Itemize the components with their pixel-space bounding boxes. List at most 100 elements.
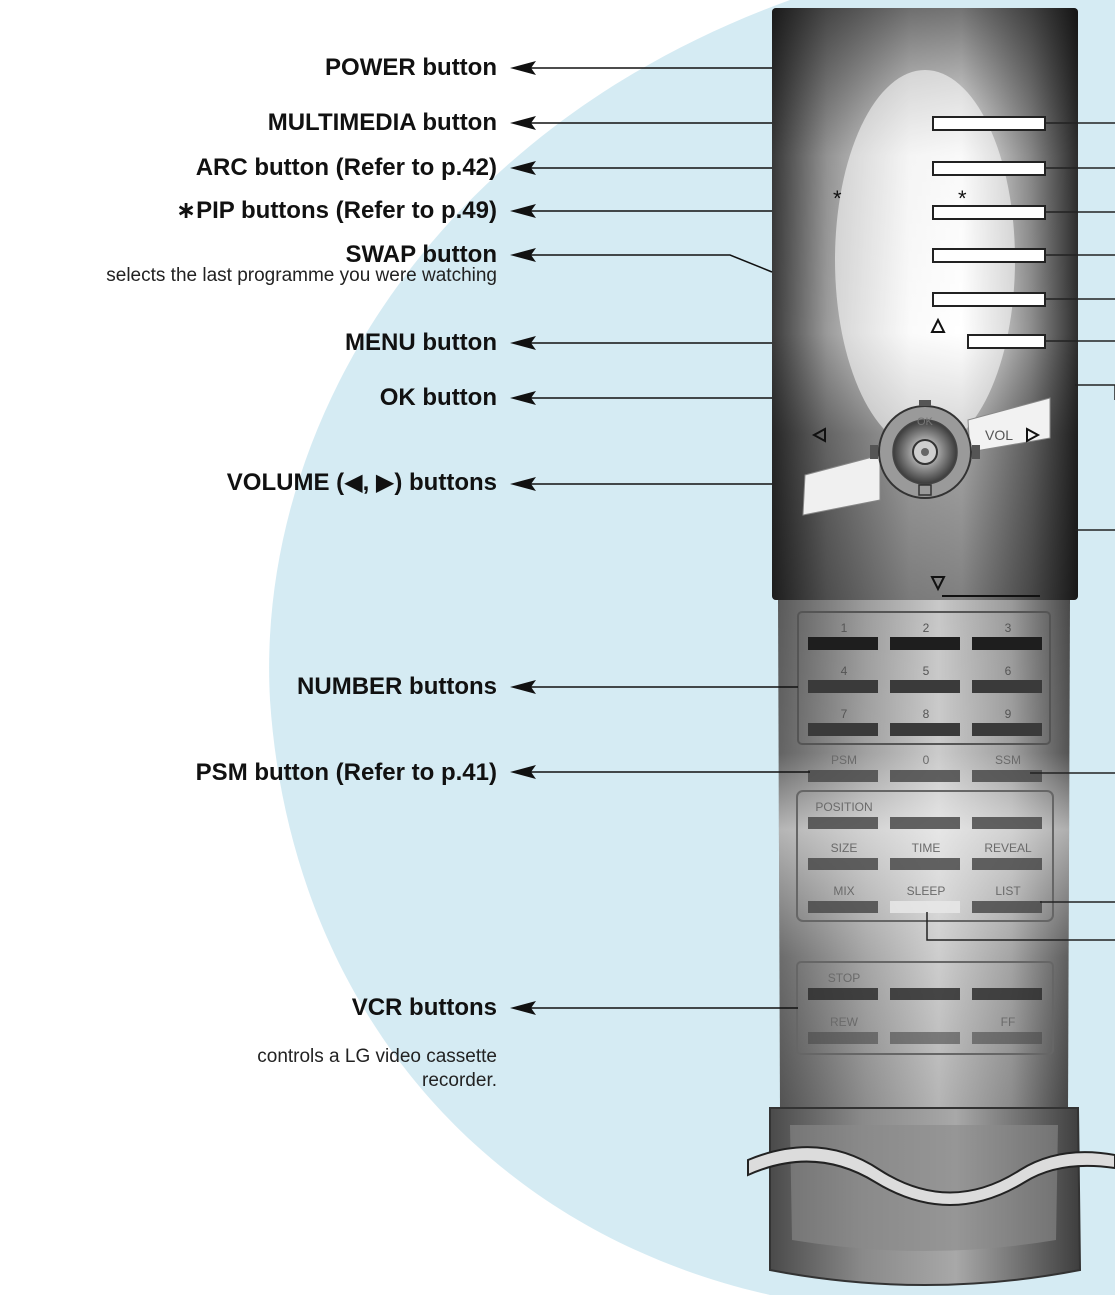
time-key-label: TIME [912, 841, 941, 855]
digit-button[interactable] [808, 723, 878, 736]
number-pad-frame [797, 611, 1051, 745]
arc-remote-button[interactable] [932, 161, 1046, 176]
sleep-key[interactable] [890, 901, 960, 913]
volume-left-triangle-icon[interactable] [811, 427, 826, 443]
right-pointer-lines [926, 122, 1115, 941]
function-pad: PSM 0 SSM POSITION SIZE TIME REVEAL MIX SLEEP LIS… [808, 753, 1042, 1044]
digit-label: 2 [923, 621, 930, 635]
mix-key-label: MIX [833, 884, 854, 898]
ssm-key-label: SSM [995, 753, 1021, 767]
reveal-key[interactable] [972, 858, 1042, 870]
volume-label: VOLUME (◀, ▶) buttons [226, 469, 497, 496]
list-key[interactable] [972, 901, 1042, 913]
digit-button[interactable] [890, 680, 960, 693]
swap-description: selects the last programme you were watc… [106, 265, 497, 286]
stop-key-label: STOP [828, 971, 860, 985]
ok-arrow-icon [510, 391, 536, 405]
mix-key[interactable] [808, 901, 878, 913]
vcr-arrow-icon [510, 1001, 536, 1015]
digit-label: 4 [841, 664, 848, 678]
volume-right-triangle-icon[interactable] [1026, 427, 1041, 443]
menu-label: MENU button [345, 329, 497, 356]
hold-key[interactable] [890, 817, 960, 829]
vol-label: VOL [985, 427, 1013, 443]
asterisk-right: * [958, 186, 967, 211]
swap-leader-line [530, 254, 773, 273]
arc-label: ARC button (Refer to p.42) [195, 154, 497, 181]
digit-label: 1 [841, 621, 848, 635]
list-key-label: LIST [995, 884, 1021, 898]
vcr-label: VCR buttons [351, 994, 497, 1021]
position-key[interactable] [808, 817, 878, 829]
pr-up-remote-button[interactable] [967, 334, 1046, 349]
number-label: NUMBER buttons [297, 673, 497, 700]
time-key[interactable] [890, 858, 960, 870]
psm-key-label: PSM [831, 753, 857, 767]
swap-arrow-icon [510, 248, 536, 262]
digit-button[interactable] [972, 723, 1042, 736]
top-buttons [932, 116, 1046, 349]
menu-arrow-icon [510, 336, 536, 350]
rew-key[interactable] [808, 1032, 878, 1044]
zero-key[interactable] [890, 770, 960, 782]
play-key[interactable] [890, 988, 960, 1000]
psm-label: PSM button (Refer to p.41) [195, 759, 497, 786]
digit-label: 8 [923, 707, 930, 721]
remote-top [772, 8, 1078, 600]
ff-key-label: FF [1001, 1015, 1016, 1029]
position-key-label: POSITION [815, 800, 872, 814]
digit-button[interactable] [808, 680, 878, 693]
number-arrow-icon [510, 680, 536, 694]
vcr-description-line1: controls a LG video cassette [257, 1046, 497, 1067]
multimedia-remote-button[interactable] [932, 116, 1046, 131]
ok-button-label: OK button [379, 384, 497, 411]
remote-end-cap [747, 1107, 1115, 1286]
digit-button[interactable] [972, 637, 1042, 650]
power-label: POWER button [325, 54, 497, 81]
size-key[interactable] [808, 858, 878, 870]
swap-remote-button[interactable] [932, 248, 1046, 263]
reveal-key-label: REVEAL [984, 841, 1032, 855]
up-triangle-icon [930, 317, 946, 333]
leader-lines [510, 61, 810, 1015]
multimedia-arrow-icon [510, 116, 536, 130]
pip-remote-button[interactable] [932, 205, 1046, 220]
digit-button[interactable] [890, 723, 960, 736]
digit-button[interactable] [972, 680, 1042, 693]
arc-arrow-icon [510, 161, 536, 175]
swap-label: SWAP button [345, 241, 497, 268]
update-key[interactable] [972, 817, 1042, 829]
menu-remote-button[interactable] [932, 292, 1046, 307]
ff-key[interactable] [972, 1032, 1042, 1044]
eject-key[interactable] [972, 988, 1042, 1000]
digit-label: 9 [1005, 707, 1012, 721]
ok-joystick[interactable] [870, 400, 980, 499]
size-key-label: SIZE [831, 841, 858, 855]
multimedia-label: MULTIMEDIA button [267, 109, 497, 136]
volume-arrow-icon [510, 477, 536, 491]
pip-label: ∗PIP buttons (Refer to p.49) [175, 197, 497, 224]
psm-arrow-icon [510, 765, 536, 779]
stop-key[interactable] [808, 988, 878, 1000]
number-pad: 1 2 3 4 5 6 7 8 9 [808, 621, 1042, 736]
digit-label: 5 [923, 664, 930, 678]
pause-key[interactable] [890, 1032, 960, 1044]
sleep-key-label: SLEEP [907, 884, 946, 898]
asterisk-left: * [833, 186, 842, 211]
digit-label: 3 [1005, 621, 1012, 635]
digit-button[interactable] [808, 637, 878, 650]
digit-label: 7 [841, 707, 848, 721]
rew-key-label: REW [830, 1015, 859, 1029]
pip-arrow-icon [510, 204, 536, 218]
down-triangle-icon [930, 576, 946, 592]
digit-label: 6 [1005, 664, 1012, 678]
ok-label: OK [917, 416, 934, 428]
vcr-description-line2: recorder. [422, 1070, 497, 1091]
psm-key[interactable] [808, 770, 878, 782]
ssm-key[interactable] [972, 770, 1042, 782]
teletext-frame [796, 790, 1054, 922]
power-arrow-icon [510, 61, 536, 75]
digit-button[interactable] [890, 637, 960, 650]
zero-key-label: 0 [923, 753, 930, 767]
